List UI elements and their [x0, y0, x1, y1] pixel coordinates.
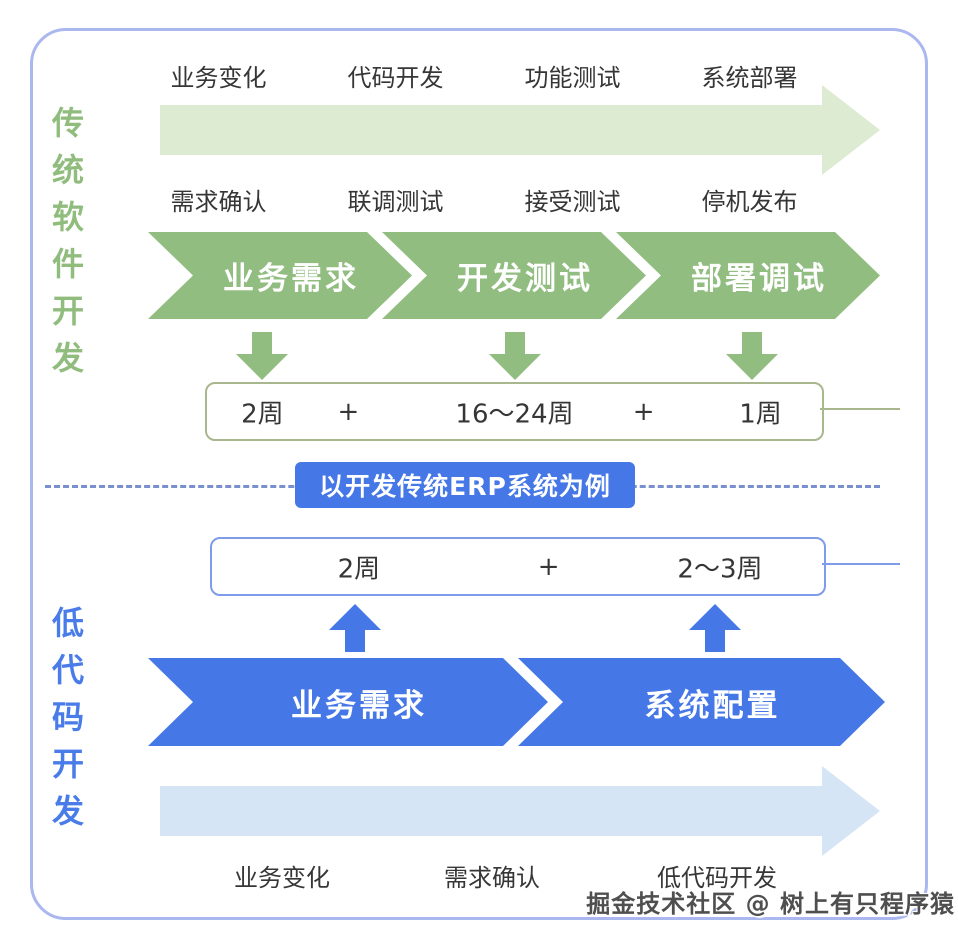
example-badge: 以开发传统ERP系统为例 [295, 462, 635, 508]
duration-value: 2周 [241, 399, 284, 429]
phase-label: 代码开发 [347, 64, 444, 92]
arrow-shaft [160, 786, 822, 836]
watermark-text: 掘金技术社区 @ 树上有只程序猿 [586, 890, 955, 918]
timeline-arrow-lowcode [160, 766, 880, 856]
stage-system-configuration: 系统配置 [518, 658, 885, 746]
phase-label: 系统部署 [701, 64, 798, 92]
frame-border [30, 28, 928, 920]
plus-sign: + [537, 551, 560, 582]
timeline-arrow-traditional [160, 85, 880, 175]
duration-value: 2周 [337, 554, 381, 584]
down-arrow-icon [489, 332, 541, 380]
traditional-labels-below: 需求确认 联调测试 接受测试 停机发布 [130, 182, 838, 217]
lowcode-duration-box: 2周 + 2～3周 [210, 537, 826, 596]
stage-deploy-debug: 部署调试 [616, 232, 880, 319]
arrow-head [822, 85, 880, 175]
phase-label: 停机发布 [701, 188, 798, 216]
stage-label: 部署调试 [691, 261, 827, 297]
phase-label: 业务变化 [170, 64, 267, 92]
connector-line [820, 408, 900, 410]
lowcode-section-title: 低代码开发 [47, 606, 85, 841]
traditional-labels-above: 业务变化 代码开发 功能测试 系统部署 [130, 58, 838, 93]
duration-value: 16～24周 [455, 399, 574, 429]
down-arrow-icon [726, 332, 778, 380]
duration-value: 2～3周 [677, 554, 763, 584]
phase-label: 业务变化 [234, 864, 330, 892]
up-arrow-icon [689, 604, 741, 652]
down-arrow-icon [236, 332, 288, 380]
stage-business-requirements-lowcode: 业务需求 [148, 658, 548, 746]
phase-label: 功能测试 [524, 64, 621, 92]
plus-sign: + [337, 396, 360, 427]
phase-label: 联调测试 [347, 188, 444, 216]
arrow-head [822, 766, 880, 856]
stage-label: 开发测试 [457, 261, 593, 297]
stage-label: 业务需求 [291, 687, 427, 724]
phase-label: 需求确认 [170, 188, 267, 216]
duration-value: 1周 [739, 399, 782, 429]
stage-label: 系统配置 [644, 687, 781, 724]
stage-label: 业务需求 [223, 261, 359, 297]
phase-label: 接受测试 [524, 188, 621, 216]
phase-label: 低代码开发 [657, 864, 777, 892]
arrow-shaft [160, 105, 822, 155]
traditional-duration-box: 2周 + 16～24周 + 1周 [205, 382, 824, 441]
traditional-section-title: 传统软件开发 [47, 106, 85, 388]
plus-sign: + [632, 396, 655, 427]
connector-line [822, 563, 900, 565]
stage-develop-test: 开发测试 [382, 232, 646, 319]
up-arrow-icon [329, 604, 381, 652]
phase-label: 需求确认 [444, 864, 540, 892]
